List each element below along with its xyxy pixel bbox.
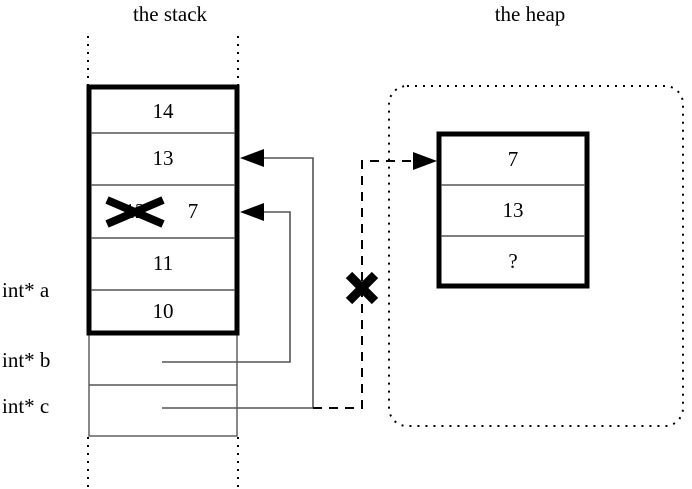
stack-title: the stack (132, 2, 208, 26)
variable-label-a: int* a (2, 278, 50, 302)
heap-cell-value-0: 7 (507, 147, 519, 171)
pointer-b-arrowhead (240, 203, 264, 221)
heap-boundary (388, 85, 684, 427)
stack-cell-value-1: 13 (152, 146, 174, 170)
variable-label-b: int* b (2, 348, 51, 372)
dangling-pointer-path (313, 160, 420, 409)
dangling-pointer-arrowhead (413, 152, 437, 170)
heap-cell-value-1: 13 (502, 198, 524, 222)
variable-label-c: int* c (2, 394, 50, 418)
stack-cell-value-4: 10 (152, 299, 174, 323)
pointer-c-path (162, 157, 314, 409)
pointer-b-path (162, 211, 291, 363)
heap-cell-value-2: ? (508, 249, 518, 273)
heap-block-frame (436, 131, 590, 289)
struck-value-x-icon (105, 196, 165, 228)
stack-allocated-frame (86, 84, 240, 336)
heap-title: the heap (494, 2, 566, 26)
stack-cell-value-0: 14 (152, 99, 174, 123)
stack-cell-value-2-new: 7 (187, 199, 199, 223)
invalid-pointer-x-icon (345, 271, 379, 305)
stack-cell-value-2-struck: 12 (124, 199, 146, 223)
pointer-c-arrowhead (240, 149, 264, 167)
stack-cell-value-3: 11 (152, 251, 174, 275)
